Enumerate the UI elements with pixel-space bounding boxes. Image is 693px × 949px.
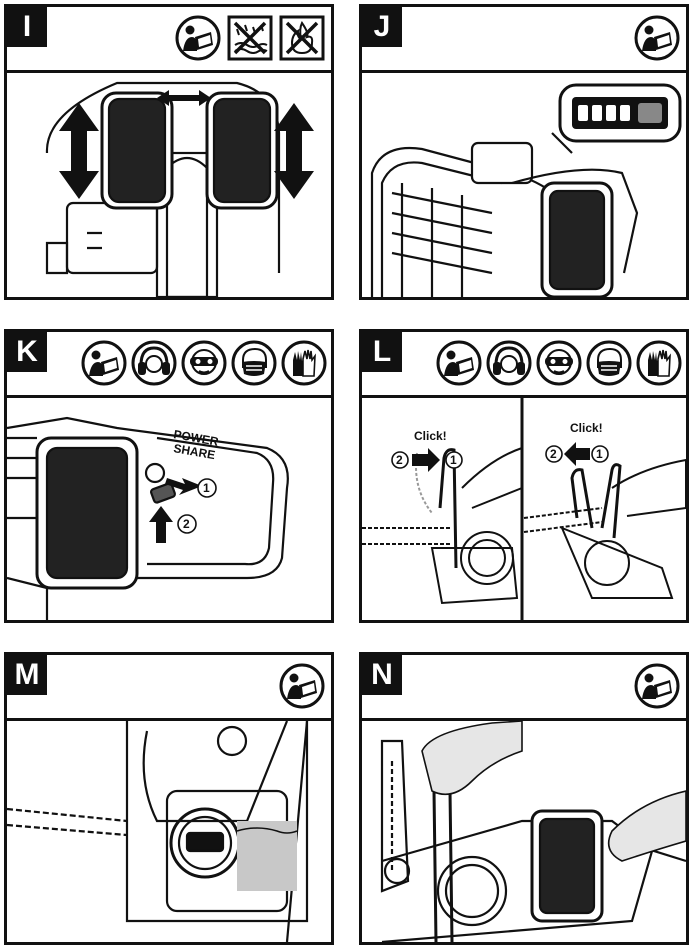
panel-i-header: I [7, 7, 331, 73]
right-step-2-label: 2 [550, 447, 557, 461]
step-letter: I [7, 7, 47, 47]
click-label-right: Click! [570, 421, 603, 435]
step-letter: M [7, 655, 47, 695]
eye-protection-icon [181, 340, 227, 386]
eye-protection-icon [536, 340, 582, 386]
panel-n-header: N [362, 655, 686, 721]
panel-k: K POWER SHARE 1 [4, 329, 334, 623]
read-manual-icon [175, 15, 221, 61]
panel-l: L [359, 329, 689, 623]
chain-brake-illustration: Click! 2 1 Click! 2 1 [362, 398, 686, 620]
step-letter: K [7, 332, 47, 372]
panel-j: J [359, 4, 689, 300]
safety-icons [634, 15, 680, 61]
no-rain-icon [227, 15, 273, 61]
panel-j-header: J [362, 7, 686, 73]
safety-icons [175, 15, 325, 61]
left-step-2-label: 2 [396, 453, 403, 467]
panel-n: N [359, 652, 689, 945]
ear-protection-icon [131, 340, 177, 386]
read-manual-icon [81, 340, 127, 386]
read-manual-icon [436, 340, 482, 386]
no-fire-icon [279, 15, 325, 61]
gloves-icon [281, 340, 327, 386]
panel-i: I [4, 4, 334, 300]
safety-icons [634, 663, 680, 709]
panel-k-header: K [7, 332, 331, 398]
gloves-icon [636, 340, 682, 386]
safety-icons [81, 340, 327, 386]
battery-release-illustration: POWER SHARE 1 2 [7, 398, 331, 620]
step-letter: N [362, 655, 402, 695]
panel-m: M [4, 652, 334, 945]
panel-m-header: M [7, 655, 331, 721]
step-letter: L [362, 332, 402, 372]
right-step-1-label: 1 [596, 447, 603, 461]
step-2-label: 2 [183, 517, 190, 531]
read-manual-icon [634, 663, 680, 709]
battery-insert-illustration [7, 73, 331, 297]
ear-protection-icon [486, 340, 532, 386]
click-label-left: Click! [414, 429, 447, 443]
dust-mask-icon [586, 340, 632, 386]
two-hand-operation-illustration [362, 721, 686, 942]
oil-tank-illustration [7, 721, 331, 942]
panel-l-header: L [362, 332, 686, 398]
read-manual-icon [279, 663, 325, 709]
read-manual-icon [634, 15, 680, 61]
battery-indicator-illustration [362, 73, 686, 297]
dust-mask-icon [231, 340, 277, 386]
safety-icons [436, 340, 682, 386]
safety-icons [279, 663, 325, 709]
step-1-label: 1 [203, 481, 210, 495]
left-step-1-label: 1 [450, 453, 457, 467]
step-letter: J [362, 7, 402, 47]
